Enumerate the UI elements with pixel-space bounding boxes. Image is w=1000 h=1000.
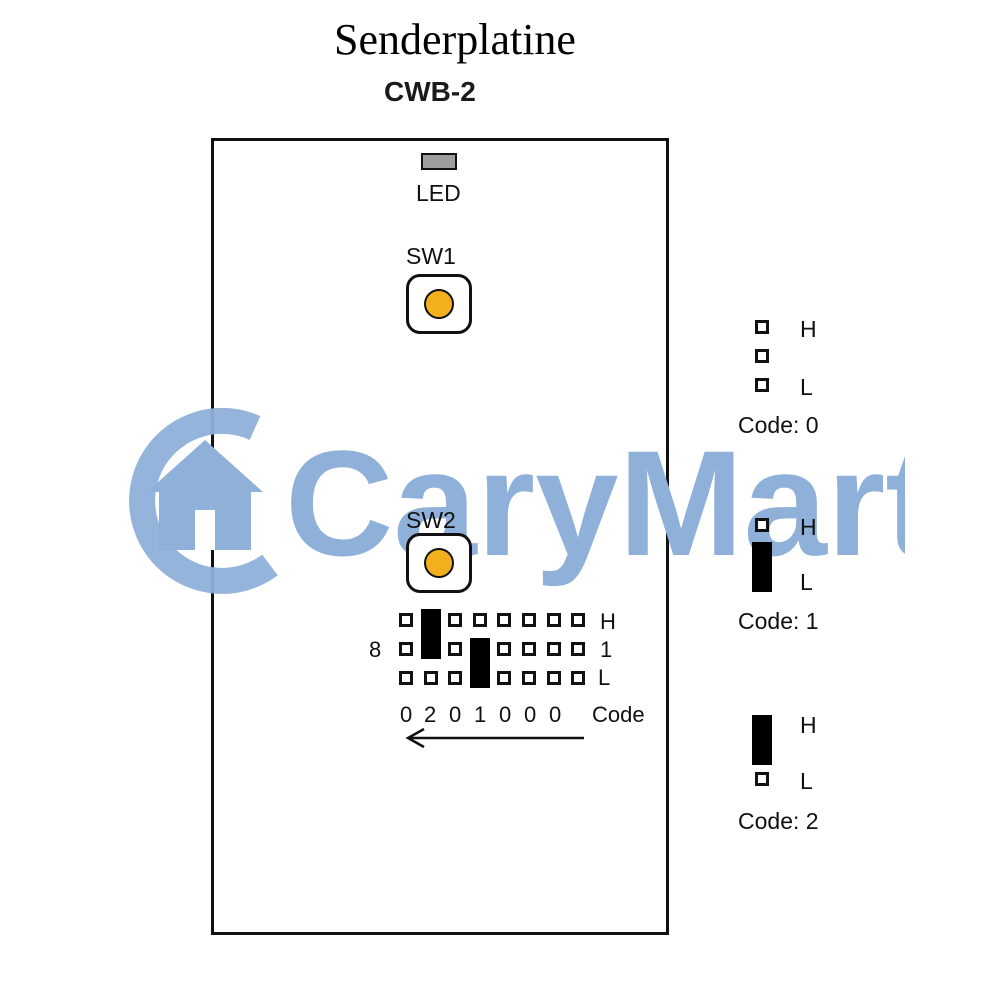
dip-pin [522,642,536,656]
dip-pin [448,642,463,656]
code-digit: 0 [400,702,413,727]
sw1-label: SW1 [406,243,456,269]
dip-pin [472,613,487,627]
dip-pin [497,642,512,656]
code-label: Code [592,702,645,727]
legend-pin-open [755,378,769,392]
code-digit: 0 [549,702,562,727]
led-label: LED [416,180,461,206]
dip-pin [399,642,413,656]
dip-pin [522,671,536,685]
legend-pin-open [755,320,769,334]
page-title: Senderplatine [334,15,576,64]
dip-pin [497,671,512,685]
jumper-high[interactable] [420,609,441,659]
legend-1-high-label: H [800,514,817,540]
legend-2-high-label: H [800,712,817,738]
dip-row-label-1: 1 [600,637,613,662]
dip-pin [571,613,586,627]
sw1-button-cap [424,289,454,319]
legend-pin-open [755,518,769,532]
dip-pin [448,671,463,685]
code-digit: 0 [524,702,537,727]
sw2-button[interactable] [406,533,472,593]
dip-row-label-h: H [600,609,616,634]
legend-0-high-label: H [800,316,817,342]
dip-left-label: 8 [369,637,382,662]
dip-row-label-l: L [598,665,611,690]
direction-arrow-icon [405,727,584,749]
legend-0-code-label: Code: 0 [738,412,819,438]
legend-pin-open [755,772,769,786]
dip-pin [546,613,561,627]
jumper-low[interactable] [469,638,490,688]
sw1-button[interactable] [406,274,472,334]
legend-pin-open [755,349,769,363]
dip-pin [399,671,413,685]
dip-pin [571,642,586,656]
legend-2-low-label: L [800,768,813,794]
legend-1-code-label: Code: 1 [738,608,819,634]
legend-0-low-label: L [800,374,813,400]
code-digit: 2 [424,702,437,727]
dip-pin [497,613,512,627]
dip-pin [423,671,438,685]
code-digit: 0 [449,702,462,727]
dip-pin [448,613,463,627]
dip-pin [546,642,561,656]
legend-2-code-label: Code: 2 [738,808,819,834]
sw2-label: SW2 [406,507,456,533]
dip-pin [571,671,586,685]
legend-1-low-label: L [800,569,813,595]
code-digit: 1 [474,702,487,727]
code-digit: 0 [499,702,512,727]
model-label: CWB-2 [384,76,476,107]
dip-pin [522,613,536,627]
dip-pin [546,671,561,685]
legend-jumper-high [752,715,772,765]
legend-jumper-low [752,542,772,592]
led-indicator [421,153,457,170]
dip-pin [399,613,413,627]
sw2-button-cap [424,548,454,578]
